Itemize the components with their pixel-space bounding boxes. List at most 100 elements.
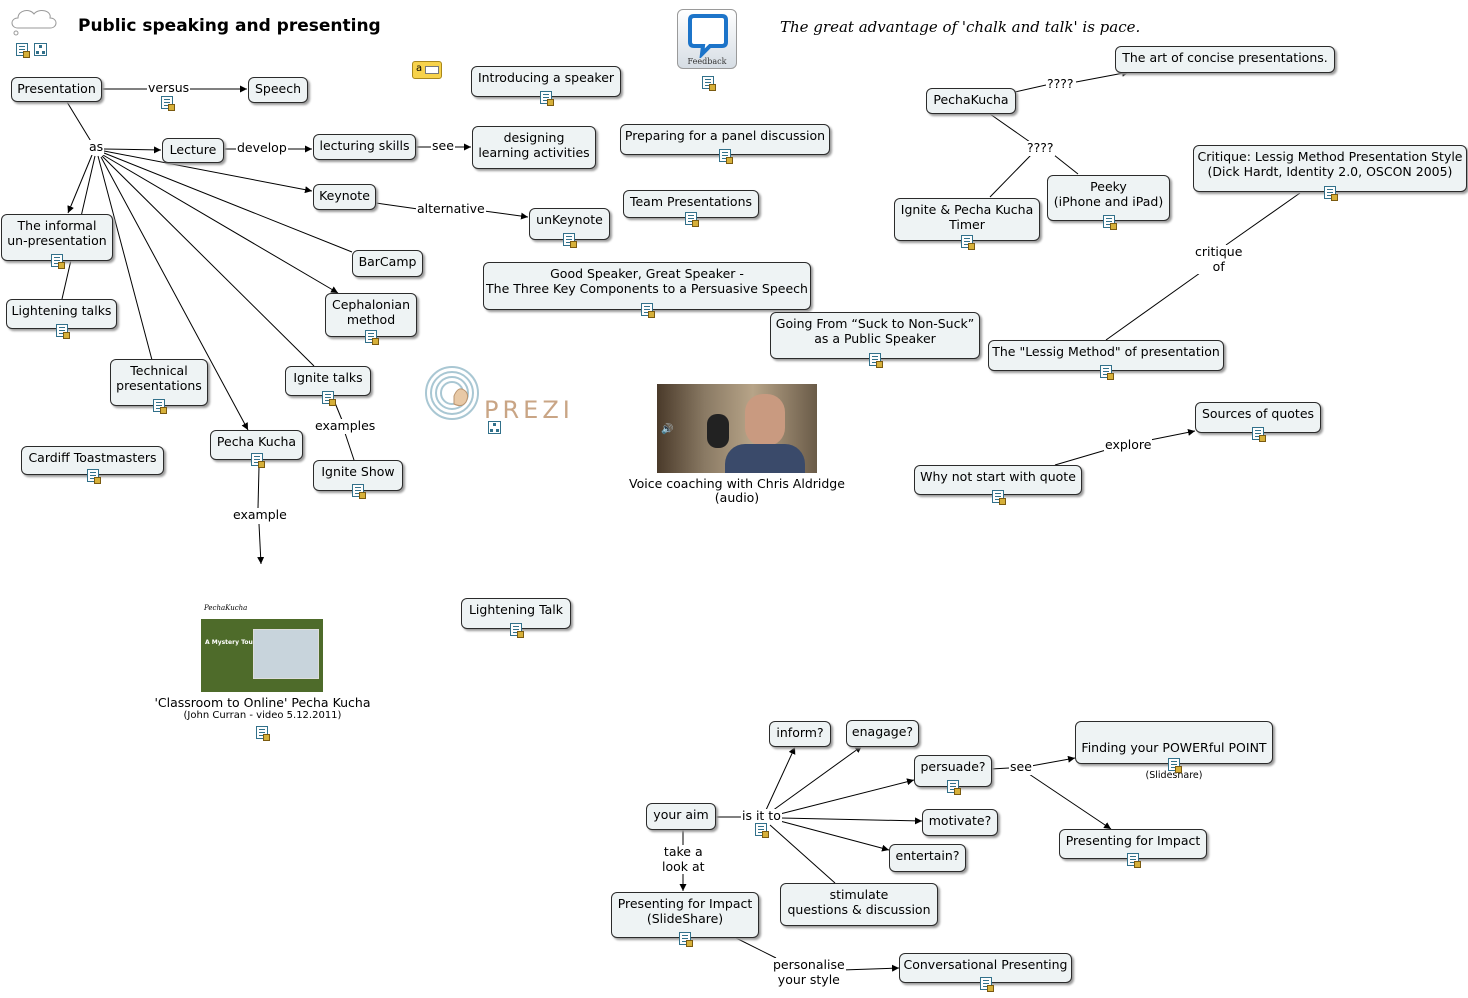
node-good-speaker[interactable]: Good Speaker, Great Speaker - The Three … [483,262,811,310]
resource-icon[interactable] [56,324,70,339]
resource-icon[interactable] [869,353,883,368]
resource-icon[interactable] [641,303,655,318]
resource-icon[interactable] [540,91,554,106]
resource-icon[interactable] [510,623,524,638]
resource-icon[interactable] [1168,758,1182,773]
resource-icon[interactable] [51,254,65,269]
link-line [765,746,796,811]
resource-icon[interactable] [1103,215,1117,230]
link-line [1105,272,1201,341]
resource-icon[interactable] [256,726,270,741]
node-peeky[interactable]: Peeky (iPhone and iPad) [1047,175,1170,221]
resource-icon[interactable] [153,399,167,414]
node-lecture[interactable]: Lecture [162,138,224,163]
resource-icon[interactable] [1100,365,1114,380]
link-line [101,155,315,367]
prezi-logo[interactable]: PREZI [424,366,574,424]
node-presentation[interactable]: Presentation [11,77,102,102]
resource-icon[interactable] [251,453,265,468]
node-finding-powerful-point[interactable]: Finding your POWERful POINT (Slideshare) [1075,721,1273,781]
label-is-it-to: is it to [741,808,782,824]
link-line [990,767,1010,770]
node-lecturing-skills[interactable]: lecturing skills [313,134,416,160]
node-critique-lessig[interactable]: Critique: Lessig Method Presentation Sty… [1193,145,1467,192]
concept-map-icon[interactable] [34,43,47,56]
link-line [989,113,1031,143]
link-line [735,937,777,959]
resource-icon[interactable] [1127,853,1141,868]
label-examples: examples [314,418,377,434]
resource-icon[interactable] [679,932,693,947]
node-barcamp[interactable]: BarCamp [352,250,423,277]
node-ignite-pecha-kucha-timer[interactable]: Ignite & Pecha Kucha Timer [894,198,1040,241]
node-persuade[interactable]: persuade? [914,755,992,787]
link-line [103,150,313,194]
node-concise-presentations[interactable]: The art of concise presentations. [1115,46,1335,73]
notes-icon[interactable]: a [412,61,442,79]
resource-icon[interactable] [685,212,699,227]
link-line [1225,192,1301,246]
label-personalise: personalise your style [772,957,846,987]
resource-icon[interactable] [755,823,769,838]
node-your-aim[interactable]: your aim [646,803,716,830]
node-designing-learning-activities[interactable]: designing learning activities [472,126,596,169]
resource-icon[interactable] [947,780,961,795]
speaker-icon[interactable]: 🔊 [661,424,674,435]
page-title: Public speaking and presenting [78,16,381,36]
node-unkeynote[interactable]: unKeynote [529,208,610,240]
resource-icon[interactable] [563,233,577,248]
node-sub-label: (Slideshare) [1145,769,1203,781]
link-line [1075,69,1130,83]
node-inform[interactable]: inform? [769,721,831,747]
person-shirt [725,444,805,473]
resource-icon[interactable] [16,43,30,58]
video-thumbnail[interactable]: 🔊 [657,384,817,473]
label-explore: explore [1104,437,1153,453]
label-critique-of: critique of [1194,244,1244,274]
resource-icon[interactable] [352,484,366,499]
label-versus: versus [147,80,191,96]
link-line [97,155,153,361]
thumb-title: A Mystery Tour [205,639,256,646]
node-preparing-panel-discussion[interactable]: Preparing for a panel discussion [620,124,830,155]
pecha-kucha-thumbnail[interactable]: PechaKucha A Mystery Tour [201,604,323,692]
node-speech[interactable]: Speech [248,77,308,103]
label-see: see [1009,759,1033,775]
prezi-wordmark: PREZI [484,396,574,424]
node-stimulate-questions[interactable]: stimulate questions & discussion [780,883,938,926]
resource-icon[interactable] [1324,186,1338,201]
node-technical-presentations[interactable]: Technical presentations [110,359,208,406]
concept-map-icon[interactable] [488,421,501,434]
node-suck-to-non-suck[interactable]: Going From “Suck to Non-Suck” as a Publi… [770,312,980,359]
person-face [745,394,785,446]
resource-icon[interactable] [87,469,101,484]
node-presenting-for-impact-slideshare[interactable]: Presenting for Impact (SlideShare) [611,892,759,938]
microphone [707,414,729,448]
node-motivate[interactable]: motivate? [922,809,998,836]
resource-icon[interactable] [161,96,175,111]
label-alternative: alternative [416,201,486,217]
link-line [1054,449,1107,466]
resource-icon[interactable] [980,977,994,992]
node-informal-un-presentation[interactable]: The informal un-presentation [1,214,113,261]
resource-icon[interactable] [702,76,716,91]
link-line [102,154,339,294]
resource-icon[interactable] [1252,427,1266,442]
resource-icon[interactable] [322,391,336,406]
feedback-icon[interactable]: Feedback [677,9,737,69]
resource-icon[interactable] [719,149,733,164]
resource-icon[interactable] [365,330,379,345]
label-example: example [232,507,288,523]
node-pechakucha[interactable]: PechaKucha [926,88,1016,114]
link-line [257,523,265,565]
resource-icon[interactable] [961,235,975,250]
resource-icon[interactable] [992,490,1006,505]
link-line [1053,154,1079,175]
link-line [780,817,923,825]
node-keynote[interactable]: Keynote [313,184,376,210]
label-develop: develop [236,140,288,156]
node-entertain[interactable]: entertain? [889,844,966,872]
thumb-image [253,629,319,679]
node-engage[interactable]: enagage? [846,720,919,747]
link-line [257,466,260,509]
